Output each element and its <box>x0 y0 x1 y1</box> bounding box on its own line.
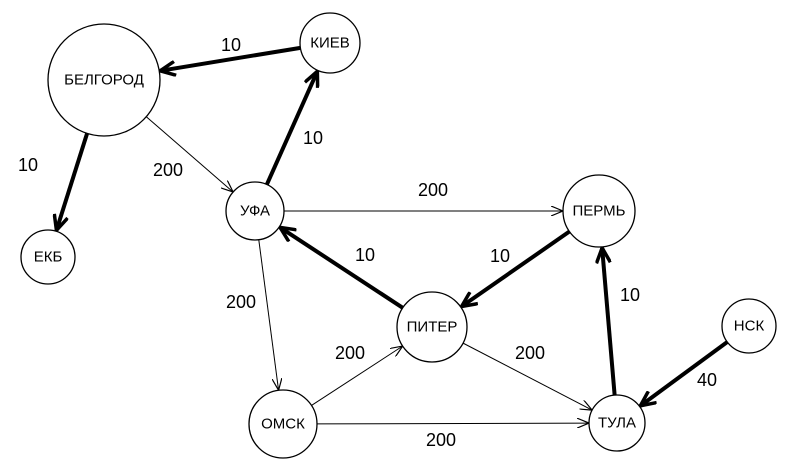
edge-omsk-to-tula <box>316 423 588 424</box>
edge-piter-to-tula <box>462 342 591 410</box>
node-circle-omsk <box>248 389 318 459</box>
node-label-tula: ТУЛА <box>598 415 636 432</box>
node-nsk: НСК <box>721 298 777 354</box>
node-omsk: ОМСК <box>248 389 318 459</box>
node-circle-kiev <box>299 12 361 74</box>
node-label-perm: ПЕРМЬ <box>573 203 626 220</box>
node-tula: ТУЛА <box>588 394 646 452</box>
node-perm: ПЕРМЬ <box>562 174 636 248</box>
edge-nsk-to-tula <box>640 340 729 406</box>
node-label-belgorod: БЕЛГОРОД <box>64 72 144 89</box>
node-label-ekb: ЕКБ <box>34 249 63 266</box>
node-circle-ekb <box>20 229 76 285</box>
node-label-piter: ПИТЕР <box>407 319 458 336</box>
edge-weight-ufa-to-perm: 200 <box>418 180 448 200</box>
edge-weight-nsk-to-tula: 40 <box>697 370 717 390</box>
node-ekb: ЕКБ <box>20 229 76 285</box>
edge-weight-tula-to-perm: 10 <box>620 285 640 305</box>
nodes-layer: БЕЛГОРОД КИЕВ ЕКБ УФА ПЕРМЬ ПИТЕР ОМСК ТУЛА НСК <box>20 12 777 459</box>
node-circle-belgorod <box>47 23 161 137</box>
node-label-nsk: НСК <box>734 318 765 335</box>
node-piter: ПИТЕР <box>396 291 468 363</box>
edge-weight-ufa-to-kiev: 10 <box>303 128 323 148</box>
node-circle-perm <box>562 174 636 248</box>
node-circle-piter <box>396 291 468 363</box>
edge-weight-omsk-to-tula: 200 <box>426 430 456 450</box>
edge-weight-piter-to-tula: 200 <box>515 343 545 363</box>
edge-weight-perm-to-piter: 10 <box>490 246 510 266</box>
edge-ufa-to-kiev <box>264 71 318 186</box>
edge-weight-ufa-to-omsk: 200 <box>226 292 256 312</box>
edge-piter-to-ufa <box>280 227 404 310</box>
edge-weight-belgorod-to-ekb: 10 <box>18 155 38 175</box>
node-label-omsk: ОМСК <box>261 416 305 433</box>
edge-weight-kiev-to-belgorod: 10 <box>221 35 241 55</box>
node-circle-tula <box>588 394 646 452</box>
edge-belgorod-to-ekb <box>56 132 90 230</box>
node-label-kiev: КИЕВ <box>310 35 350 52</box>
edge-belgorod-to-ufa <box>145 116 232 192</box>
node-circle-nsk <box>721 298 777 354</box>
edge-labels-layer: 10 10 200 10 200 200 10 10 200 200 200 10 40 <box>18 35 717 450</box>
edge-ufa-to-omsk <box>258 239 279 390</box>
node-label-ufa: УФА <box>240 203 270 220</box>
node-ufa: УФА <box>225 181 285 241</box>
edge-weight-piter-to-ufa: 10 <box>355 245 375 265</box>
node-circle-ufa <box>225 181 285 241</box>
edge-kiev-to-belgorod <box>160 45 301 71</box>
node-belgorod: БЕЛГОРОД <box>47 23 161 137</box>
edge-weight-belgorod-to-ufa: 200 <box>153 160 183 180</box>
edge-perm-to-piter <box>462 229 571 307</box>
edge-weight-omsk-to-piter: 200 <box>335 343 365 363</box>
edge-tula-to-perm <box>602 248 617 396</box>
edge-omsk-to-piter <box>311 347 401 406</box>
edges-layer <box>56 45 729 424</box>
node-kiev: КИЕВ <box>299 12 361 74</box>
